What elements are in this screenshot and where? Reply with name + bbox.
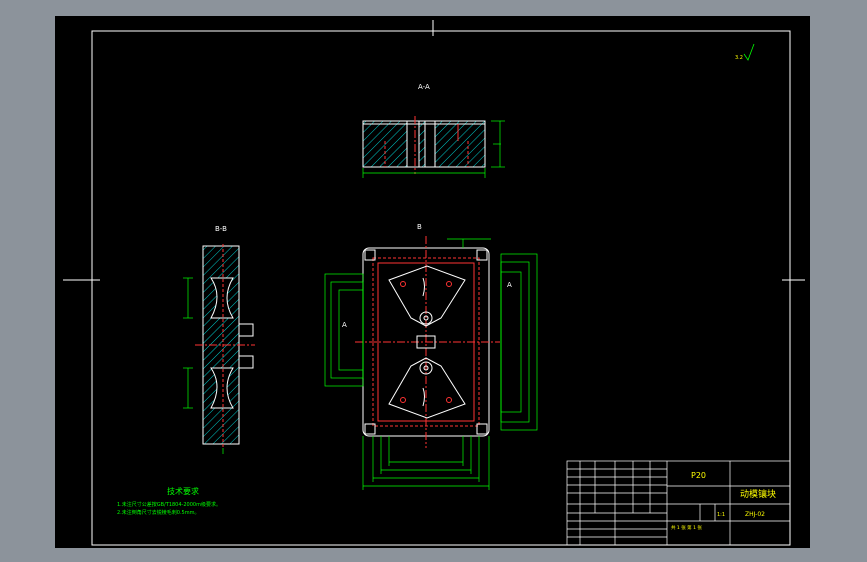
drawing-number: ZHJ-02: [745, 511, 765, 518]
technical-requirements: 技术要求 1.未注尺寸公差按GB/T1804-2000m级要求。 2.未注倒角尺…: [117, 486, 221, 516]
title-block: [566, 460, 791, 546]
drawing-sheet: 3.2 A-A: [55, 16, 810, 548]
sheet-info: 共 1 张 第 1 张: [671, 524, 702, 531]
material-label: P20: [691, 471, 706, 480]
section-aa-view: A-A: [362, 83, 505, 178]
part-name: 动模镶块: [740, 488, 776, 500]
scale-value: 1:1: [717, 512, 725, 518]
view-marker-b: B: [417, 223, 422, 231]
section-aa-label: A-A: [418, 83, 430, 91]
tech-req-item: 1.未注尺寸公差按GB/T1804-2000m级要求。: [117, 501, 221, 508]
section-bb-label: B-B: [215, 225, 227, 233]
drawing-canvas: 3.2 A-A: [63, 20, 805, 546]
roughness-value: 3.2: [735, 55, 743, 61]
tech-req-title: 技术要求: [167, 486, 199, 496]
roughness-symbol: 3.2: [735, 43, 755, 61]
view-marker-a-right: A: [507, 281, 512, 289]
drawing-border: [91, 30, 791, 546]
section-bb-view: B-B: [183, 225, 255, 454]
plan-view: B A A: [324, 223, 538, 490]
view-marker-a-left: A: [342, 321, 347, 329]
tech-req-item: 2.未注倒角尺寸去锐棱毛刺0.5mm。: [117, 509, 199, 516]
